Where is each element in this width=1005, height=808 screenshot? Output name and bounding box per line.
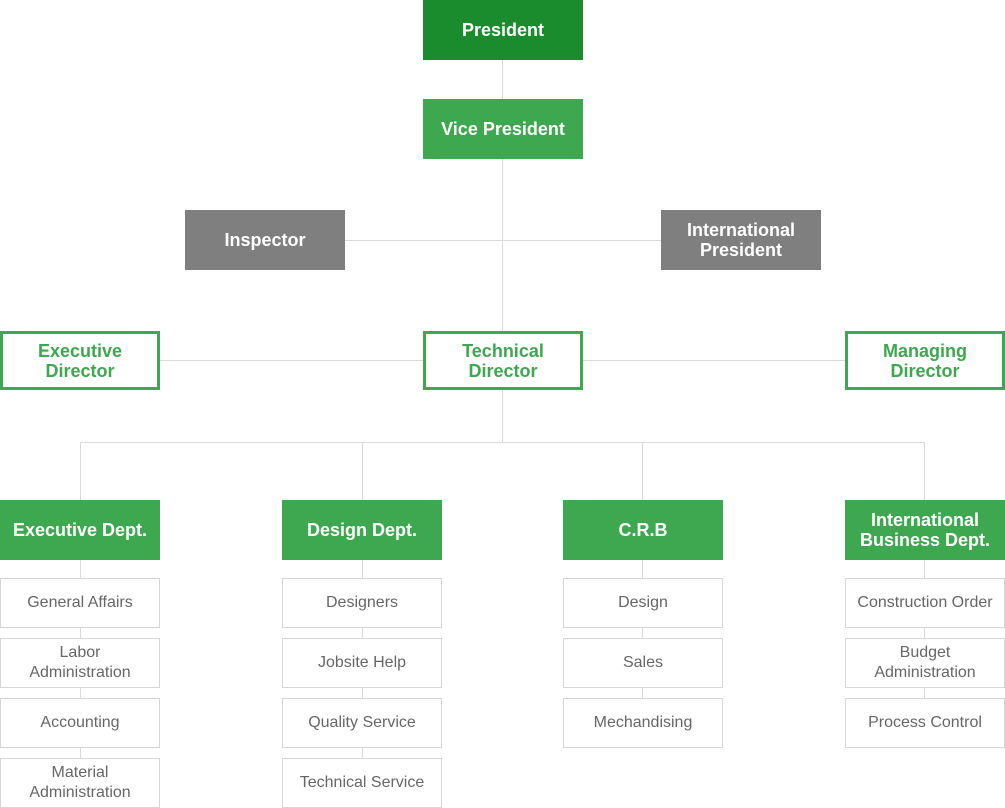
unit-material-administration: Material Administration xyxy=(0,758,160,808)
connector-units-3 xyxy=(642,560,643,698)
unit-accounting: Accounting xyxy=(0,698,160,748)
unit-general-affairs: General Affairs xyxy=(0,578,160,628)
department-crb-box: C.R.B xyxy=(563,500,723,560)
unit-budget-administration: Budget Administration xyxy=(845,638,1005,688)
connector-main-vertical xyxy=(502,60,503,442)
connector-advisors xyxy=(345,240,661,241)
international-president-box: International President xyxy=(661,210,821,270)
unit-technical-service: Technical Service xyxy=(282,758,442,808)
connector-units-4 xyxy=(924,560,925,698)
unit-quality-service: Quality Service xyxy=(282,698,442,748)
department-design-box: Design Dept. xyxy=(282,500,442,560)
executive-director-box: Executive Director xyxy=(0,331,160,390)
connector-dept-1 xyxy=(80,442,81,500)
unit-labor-administration: Labor Administration xyxy=(0,638,160,688)
connector-departments xyxy=(80,442,925,443)
connector-dept-3 xyxy=(642,442,643,500)
inspector-box: Inspector xyxy=(185,210,345,270)
department-executive-box: Executive Dept. xyxy=(0,500,160,560)
department-international-business-box: International Business Dept. xyxy=(845,500,1005,560)
unit-process-control: Process Control xyxy=(845,698,1005,748)
vice-president-box: Vice President xyxy=(423,99,583,159)
technical-director-box: Technical Director xyxy=(423,331,583,390)
managing-director-box: Managing Director xyxy=(845,331,1005,390)
connector-dept-2 xyxy=(362,442,363,500)
president-box: President xyxy=(423,0,583,60)
unit-jobsite-help: Jobsite Help xyxy=(282,638,442,688)
unit-mechandising: Mechandising xyxy=(563,698,723,748)
unit-sales: Sales xyxy=(563,638,723,688)
connector-dept-4 xyxy=(924,442,925,500)
unit-design: Design xyxy=(563,578,723,628)
unit-designers: Designers xyxy=(282,578,442,628)
unit-construction-order: Construction Order xyxy=(845,578,1005,628)
